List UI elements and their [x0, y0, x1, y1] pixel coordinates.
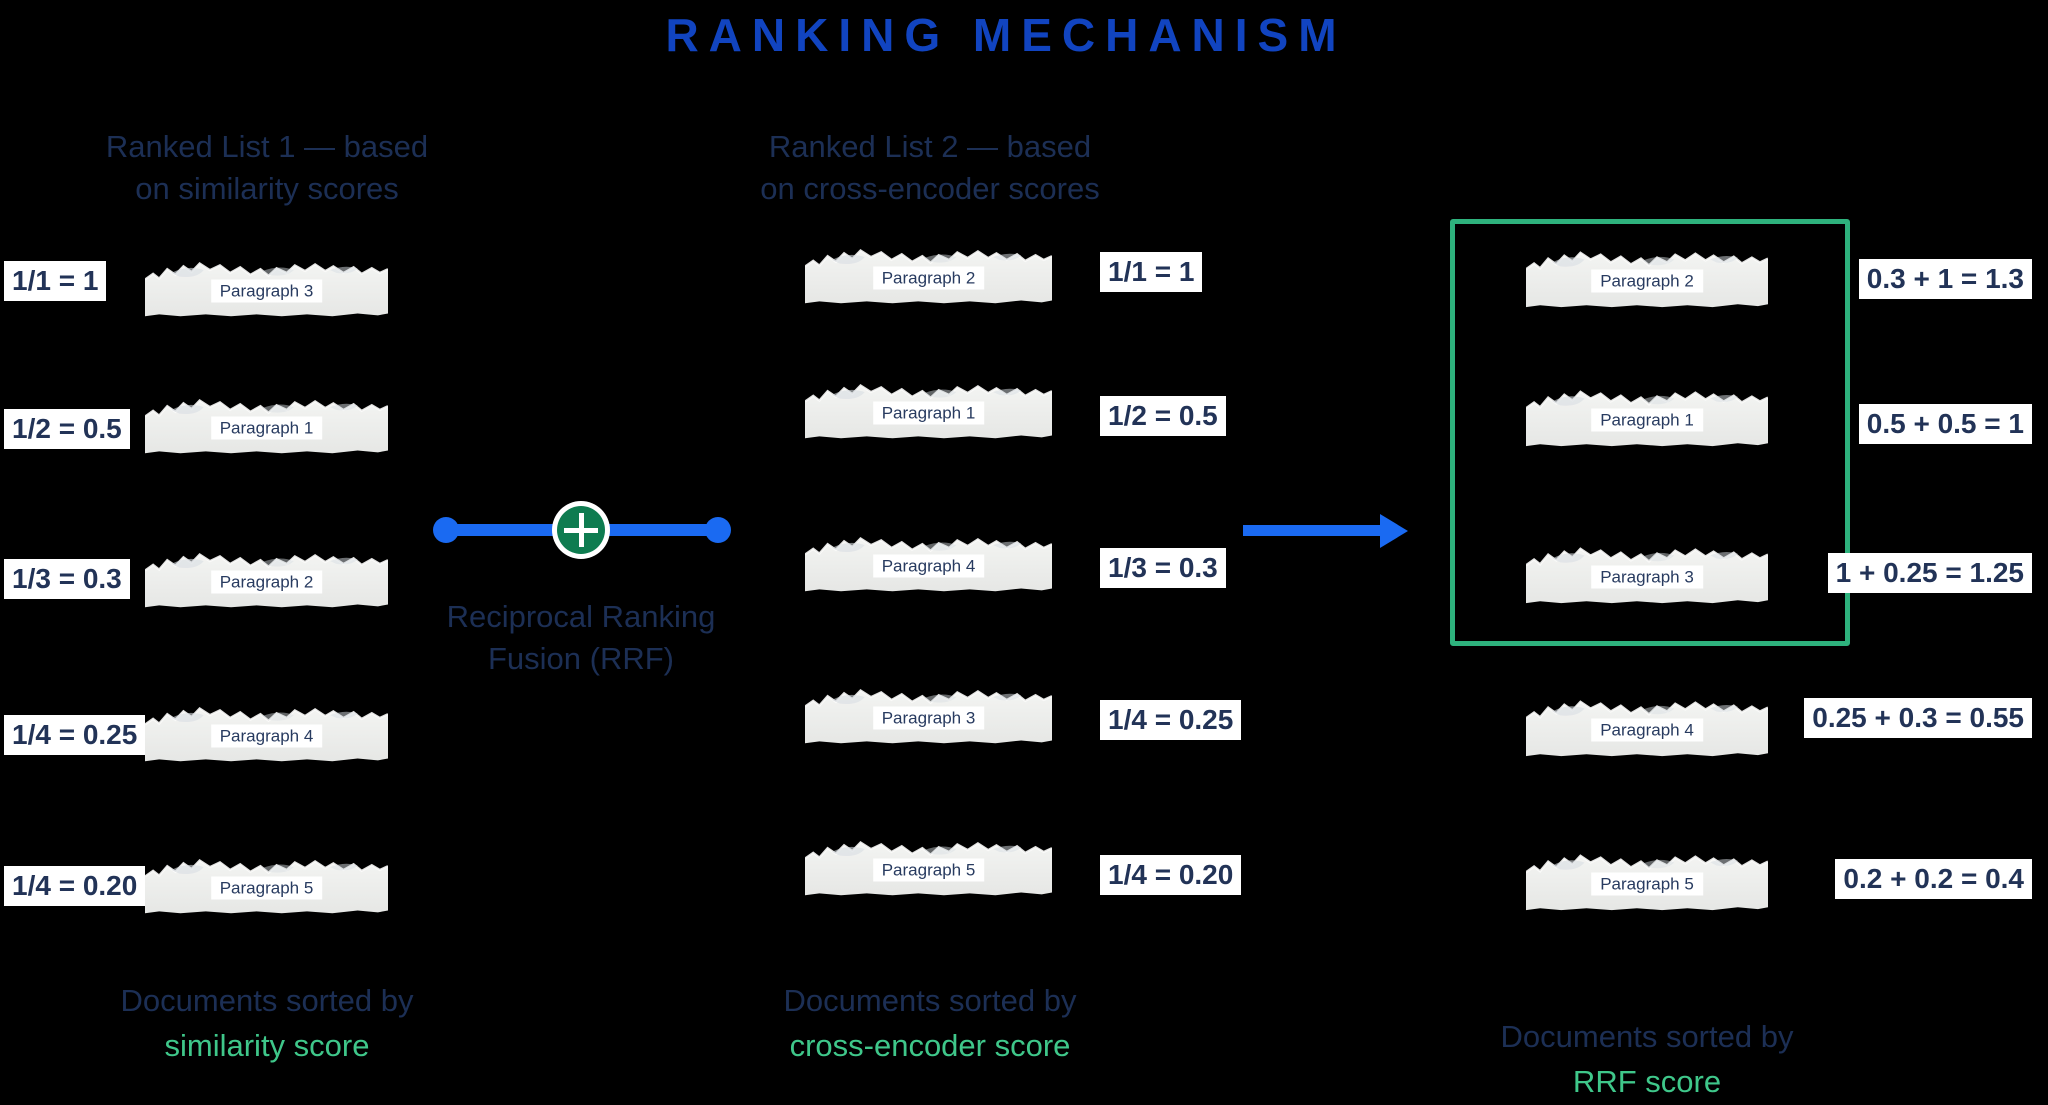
plus-in-circle-icon [552, 501, 610, 559]
ranked-list-1-caption: Documents sorted by similarity score [121, 978, 414, 1068]
score-badge: 1/4 = 0.20 [4, 866, 146, 906]
score-badge: 1/1 = 1 [4, 261, 107, 301]
score-badge: 1/4 = 0.25 [4, 715, 146, 755]
score-badge: 1/1 = 1 [1100, 252, 1203, 292]
score-badge: 0.25 + 0.3 = 0.55 [1804, 698, 2032, 738]
document-card: Paragraph 3 [805, 682, 1052, 748]
score-badge: 1/3 = 0.3 [1100, 548, 1226, 588]
document-card: Paragraph 1 [1526, 383, 1768, 451]
caption-line2: similarity score [164, 1028, 370, 1063]
fusion-connector-left-dot [433, 517, 459, 543]
document-card: Paragraph 2 [1526, 244, 1768, 312]
document-label: Paragraph 4 [210, 724, 323, 748]
document-card: Paragraph 5 [145, 852, 388, 918]
caption-line2: cross-encoder score [789, 1028, 1071, 1063]
caption-line1: Documents sorted by [783, 983, 1077, 1018]
document-label: Paragraph 5 [210, 876, 323, 900]
fusion-label-line2: Fusion (RRF) [487, 641, 674, 676]
score-badge: 1/2 = 0.5 [1100, 396, 1226, 436]
fusion-label: Reciprocal Ranking Fusion (RRF) [447, 596, 716, 680]
ranked-list-1-header-line2: on similarity scores [135, 171, 399, 206]
document-card: Paragraph 1 [145, 392, 388, 458]
score-badge: 1/4 = 0.20 [1100, 855, 1242, 895]
document-label: Paragraph 2 [210, 570, 323, 594]
document-card: Paragraph 3 [1526, 540, 1768, 608]
document-label: Paragraph 1 [1591, 408, 1703, 432]
arrow-head-icon [1380, 514, 1408, 548]
fusion-label-line1: Reciprocal Ranking [446, 599, 716, 634]
document-card: Paragraph 1 [805, 377, 1052, 443]
document-label: Paragraph 2 [872, 266, 985, 290]
score-badge: 0.3 + 1 = 1.3 [1858, 259, 2032, 299]
fusion-connector-right-dot [705, 517, 731, 543]
ranked-list-1-header-line1: Ranked List 1 — based [105, 129, 429, 164]
document-label: Paragraph 4 [872, 554, 985, 578]
document-label: Paragraph 5 [1591, 872, 1703, 896]
document-card: Paragraph 5 [1526, 847, 1768, 915]
ranked-list-2-header-line2: on cross-encoder scores [760, 171, 1100, 206]
ranked-list-1-header: Ranked List 1 — based on similarity scor… [106, 126, 428, 210]
caption-line1: Documents sorted by [120, 983, 414, 1018]
document-card: Paragraph 4 [805, 530, 1052, 596]
ranked-list-2-header-line1: Ranked List 2 — based [768, 129, 1092, 164]
score-badge: 1/2 = 0.5 [4, 409, 130, 449]
document-card: Paragraph 2 [805, 242, 1052, 308]
rrf-result-caption: Documents sorted by RRF score [1501, 1014, 1794, 1104]
document-label: Paragraph 5 [872, 858, 985, 882]
score-badge: 1 + 0.25 = 1.25 [1827, 553, 2032, 593]
score-badge: 0.5 + 0.5 = 1 [1858, 404, 2032, 444]
ranked-list-2-header: Ranked List 2 — based on cross-encoder s… [760, 126, 1099, 210]
document-card: Paragraph 4 [1526, 693, 1768, 761]
document-label: Paragraph 3 [872, 706, 985, 730]
document-label: Paragraph 4 [1591, 718, 1703, 742]
document-card: Paragraph 3 [145, 255, 388, 321]
caption-line1: Documents sorted by [1500, 1019, 1794, 1054]
caption-line2: RRF score [1572, 1064, 1722, 1099]
document-label: Paragraph 3 [210, 279, 323, 303]
page-title: RANKING MECHANISM [665, 9, 1347, 61]
score-badge: 1/4 = 0.25 [1100, 700, 1242, 740]
ranked-list-2-caption: Documents sorted by cross-encoder score [784, 978, 1077, 1068]
document-card: Paragraph 2 [145, 546, 388, 612]
document-label: Paragraph 1 [210, 416, 323, 440]
score-badge: 1/3 = 0.3 [4, 559, 130, 599]
document-card: Paragraph 4 [145, 700, 388, 766]
document-label: Paragraph 2 [1591, 269, 1703, 293]
score-badge: 0.2 + 0.2 = 0.4 [1835, 859, 2032, 899]
top3-highlight-box [1450, 219, 1850, 646]
document-card: Paragraph 5 [805, 834, 1052, 900]
document-label: Paragraph 3 [1591, 565, 1703, 589]
document-label: Paragraph 1 [872, 401, 985, 425]
